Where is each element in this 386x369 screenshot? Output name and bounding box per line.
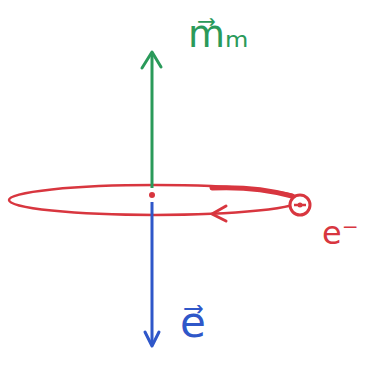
orbit-center	[149, 192, 155, 198]
moment-label: m⃗ₘ	[188, 14, 249, 56]
moment-arrow	[151, 55, 154, 188]
vector-arrow	[145, 332, 159, 346]
electron-symbol	[290, 195, 310, 215]
vector-label: e⃗	[180, 300, 206, 346]
moment-arrow	[142, 52, 161, 68]
electron-label: e⁻	[322, 216, 359, 251]
orbit-ellipse	[9, 185, 301, 215]
orbit-direction	[212, 206, 226, 221]
vector-arrow	[151, 202, 154, 345]
orbit-highlight	[212, 188, 292, 196]
electron-symbol	[298, 203, 303, 208]
